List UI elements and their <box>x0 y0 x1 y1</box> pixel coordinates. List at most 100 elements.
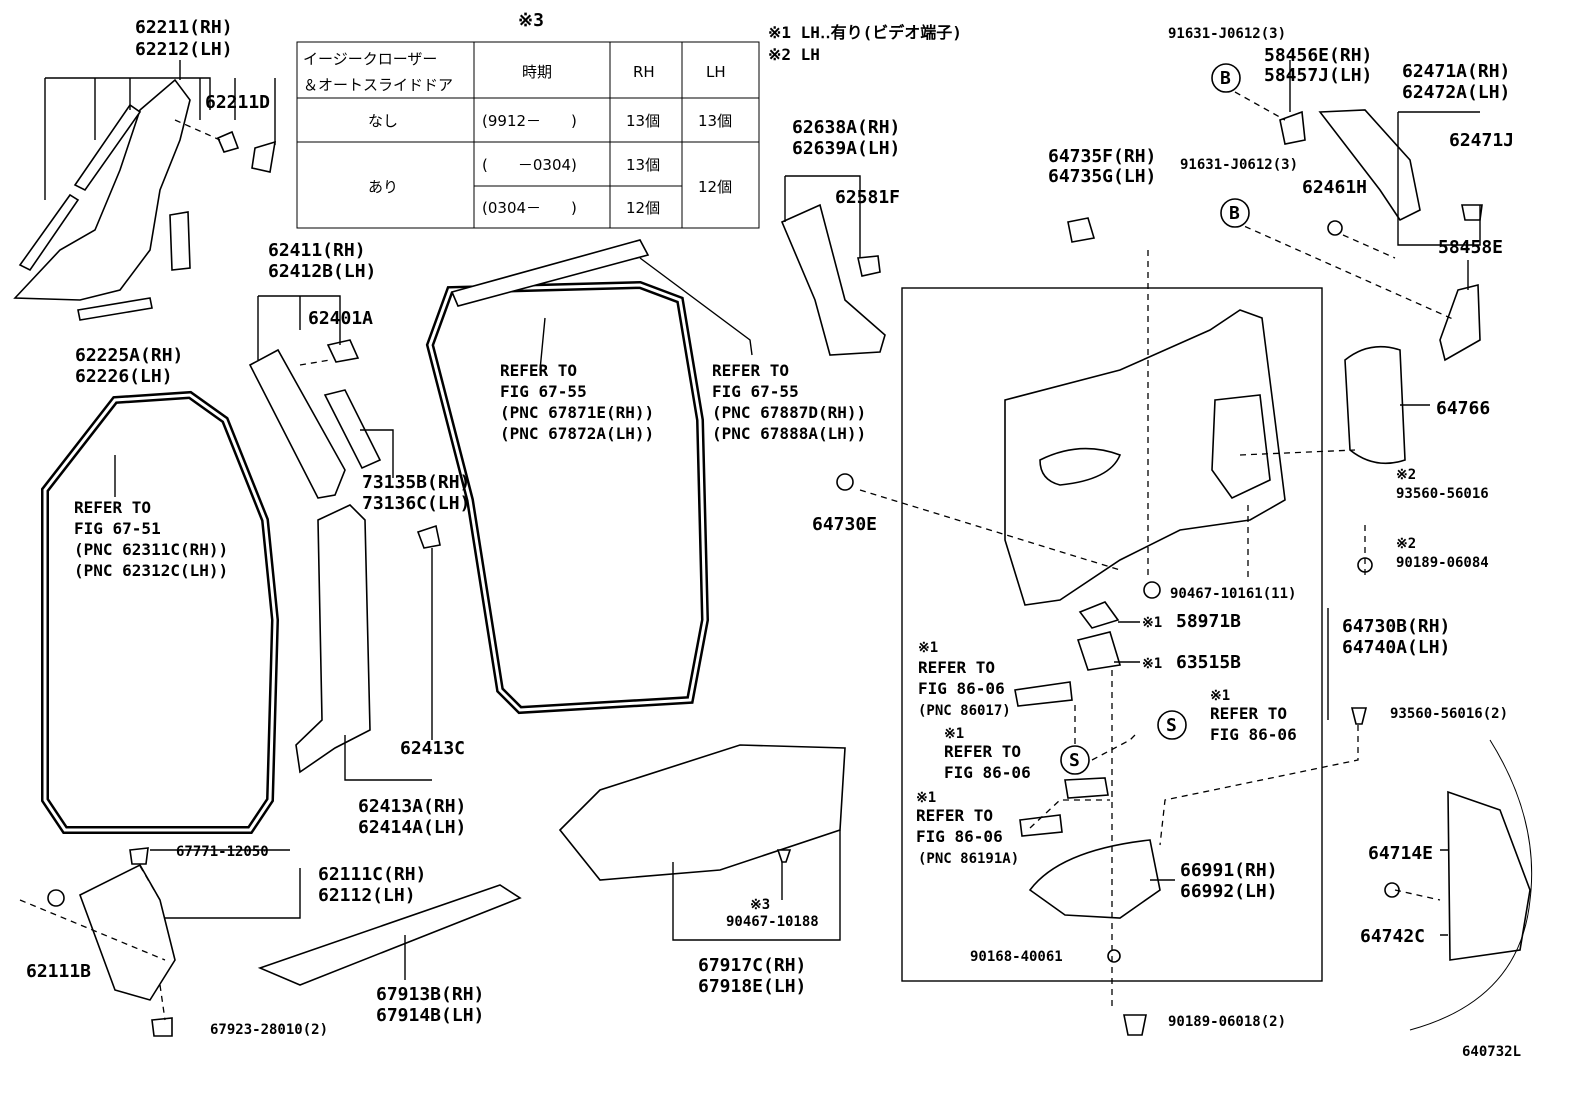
part-label: 67913B(RH) <box>376 984 484 1005</box>
part-label: 62638A(RH) <box>792 117 900 138</box>
part-label: 67914B(LH) <box>376 1005 484 1026</box>
part-label: 90189-06018(2) <box>1168 1014 1286 1030</box>
part-label: ※1 <box>1142 615 1162 631</box>
refer-line: (PNC 86017) <box>918 703 1011 719</box>
part-number-labels: 62211(RH) 62212(LH) 62211D 62225A(RH) 62… <box>26 17 1514 1038</box>
part-label: 62471A(RH) <box>1402 61 1510 82</box>
part-label: 91631-J0612(3) <box>1180 157 1298 173</box>
part-label: 63515B <box>1176 652 1241 673</box>
part-label: 66991(RH) <box>1180 860 1278 881</box>
part-label: 73136C(LH) <box>362 493 470 514</box>
part-label: 62211(RH) <box>135 17 233 38</box>
part-label: 62112(LH) <box>318 885 416 906</box>
front-pillar-garnish-group <box>13 78 277 321</box>
part-label: 62414A(LH) <box>358 817 466 838</box>
table-note-marker: ※3 <box>518 10 544 31</box>
part-label: 62111C(RH) <box>318 864 426 885</box>
part-label: 93560-56016 <box>1396 486 1489 502</box>
table-cell-period: ( －0304) <box>482 156 577 174</box>
part-label: 62472A(LH) <box>1402 82 1510 103</box>
part-label: 64735F(RH) <box>1048 146 1156 167</box>
refer-line: (PNC 67887D(RH)) <box>712 403 866 422</box>
part-label: 67923-28010(2) <box>210 1022 328 1038</box>
refer-line: FIG 86-06 <box>944 763 1031 782</box>
table-cell-period: (9912－ ) <box>482 112 577 130</box>
refer-line: ※1 <box>1210 688 1230 704</box>
table-cell-rh: 12個 <box>626 199 660 217</box>
part-label: ※2 <box>1396 536 1416 552</box>
part-label: 62461H <box>1302 177 1367 198</box>
front-door-weatherstrip <box>41 390 280 834</box>
marker-s: S <box>1166 715 1177 736</box>
part-label: 64735G(LH) <box>1048 166 1156 187</box>
refer-line: FIG 86-06 <box>1210 725 1297 744</box>
period-quantity-table: ※3 イージークローザー ＆オートスライドドア 時期 RH LH なし (991… <box>296 10 760 229</box>
clips-and-fasteners <box>47 204 1483 1037</box>
part-label: 62401A <box>308 308 373 329</box>
refer-line: (PNC 67871E(RH)) <box>500 403 654 422</box>
refer-line: (PNC 62312C(LH)) <box>74 561 228 580</box>
part-label: ※2 <box>1396 467 1416 483</box>
refer-line: FIG 67-55 <box>500 382 587 401</box>
part-label: 58458E <box>1438 237 1503 258</box>
part-label: 58457J(LH) <box>1264 65 1372 86</box>
part-label: 58456E(RH) <box>1264 45 1372 66</box>
refer-line: ※1 <box>944 726 964 742</box>
leader-lines <box>19 60 1481 1021</box>
part-label: 93560-56016(2) <box>1390 706 1508 722</box>
refer-line: (PNC 67888A(LH)) <box>712 424 866 443</box>
part-label: 58971B <box>1176 611 1241 632</box>
deck-box-and-step-plates <box>79 744 846 1001</box>
part-label: 62471J <box>1449 130 1514 151</box>
refer-line: REFER TO <box>918 658 995 677</box>
part-label: 64742C <box>1360 926 1425 947</box>
refer-line: FIG 86-06 <box>916 827 1003 846</box>
part-label: 90189-06084 <box>1396 555 1489 571</box>
part-label: 67771-12050 <box>176 844 269 860</box>
part-label: 73135B(RH) <box>362 472 470 493</box>
part-label: 91631-J0612(3) <box>1168 26 1286 42</box>
part-label: ※3 <box>750 897 770 913</box>
marker-s: S <box>1069 750 1080 771</box>
part-label: 90168-40061 <box>970 949 1063 965</box>
table-cell-lh: 12個 <box>698 178 732 196</box>
table-cell-rh: 13個 <box>626 112 660 130</box>
quarter-trim-panel <box>901 217 1323 982</box>
circled-markers: B B S S <box>1060 63 1250 775</box>
refer-to-notes: REFER TO FIG 67-51 (PNC 62311C(RH)) (PNC… <box>74 361 1297 867</box>
marker-b: B <box>1229 203 1240 224</box>
part-label: 64730E <box>812 514 877 535</box>
refer-line: REFER TO <box>500 361 577 380</box>
part-label: ※1 <box>1142 656 1162 672</box>
part-label: 62226(LH) <box>75 366 173 387</box>
part-label: 62413A(RH) <box>358 796 466 817</box>
diagram-id: 640732L <box>1462 1044 1521 1060</box>
table-cell-lh: 13個 <box>698 112 732 130</box>
part-label: 62225A(RH) <box>75 345 183 366</box>
quarter-pocket-and-accessories <box>1014 601 1533 1031</box>
note-1: ※1 LH‥有り(ビデオ端子) <box>768 23 962 42</box>
refer-line: (PNC 86191A) <box>918 851 1019 867</box>
refer-line: FIG 86-06 <box>918 679 1005 698</box>
table-header-option-line2: ＆オートスライドドア <box>303 76 453 94</box>
refer-line: ※1 <box>918 640 938 656</box>
refer-line: (PNC 62311C(RH)) <box>74 540 228 559</box>
part-label: 62412B(LH) <box>268 261 376 282</box>
part-label: 67918E(LH) <box>698 976 806 997</box>
part-label: 62639A(LH) <box>792 138 900 159</box>
rear-quarter-upper-parts <box>1279 109 1481 465</box>
part-label: 64740A(LH) <box>1342 637 1450 658</box>
part-label: 62581F <box>835 187 900 208</box>
part-label: 64714E <box>1368 843 1433 864</box>
part-label: 62413C <box>400 738 465 759</box>
table-cell-option: なし <box>368 112 398 130</box>
table-header-rh: RH <box>633 63 655 81</box>
note-2: ※2 LH <box>768 45 820 64</box>
refer-line: REFER TO <box>1210 704 1287 723</box>
part-label: 62111B <box>26 961 91 982</box>
refer-line: ※1 <box>916 790 936 806</box>
part-label: 90467-10161(11) <box>1170 586 1296 602</box>
part-label: 64730B(RH) <box>1342 616 1450 637</box>
